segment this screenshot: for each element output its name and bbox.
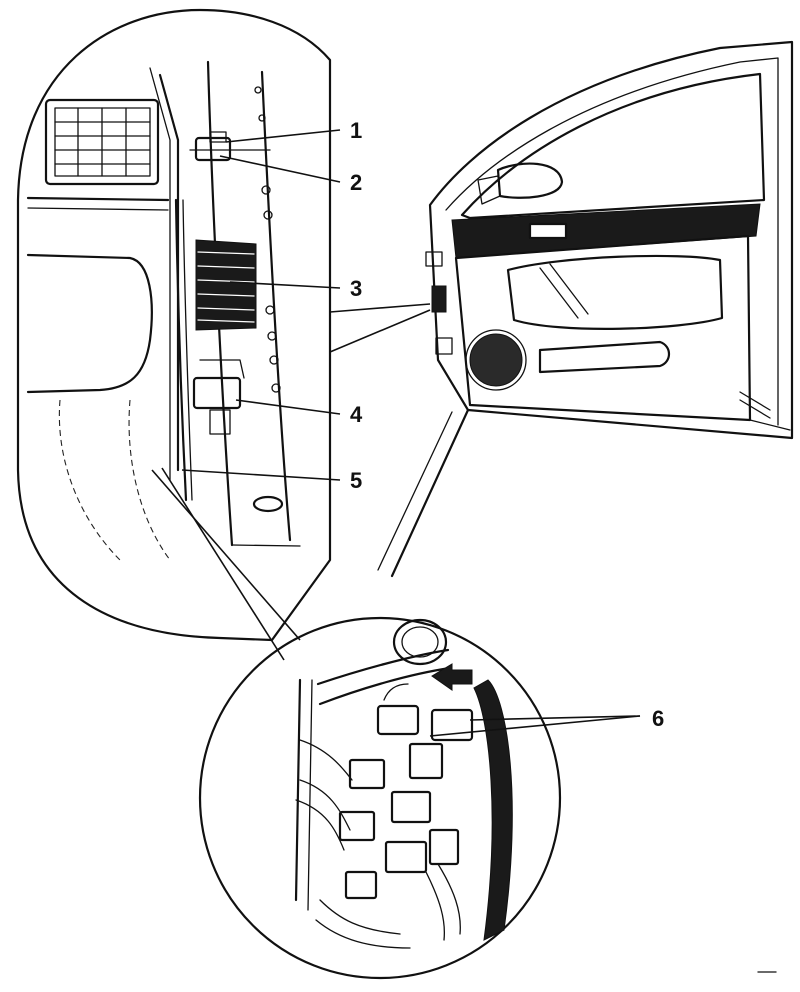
bubble-connectors: [151, 303, 431, 661]
wire-loom: [174, 198, 193, 502]
dashboard-panel: [26, 67, 180, 561]
upper-hinge: [194, 131, 232, 162]
callout-6: 6: [652, 706, 664, 731]
callout-3: 3: [350, 276, 362, 301]
callout-2: 2: [350, 170, 362, 195]
callout-5: 5: [350, 468, 362, 493]
rubber-boot: [195, 239, 257, 331]
callout-1: 1: [350, 118, 362, 143]
callout-4: 4: [350, 402, 363, 427]
detail-bubble-upper: [16, 8, 332, 642]
dashboard-vent: [44, 98, 160, 186]
arrow-left-icon: [431, 663, 473, 691]
car-door: [377, 40, 794, 578]
lower-hinge: [192, 359, 245, 435]
detail-bubble-lower: [198, 616, 562, 980]
leader-lines: [181, 129, 641, 737]
